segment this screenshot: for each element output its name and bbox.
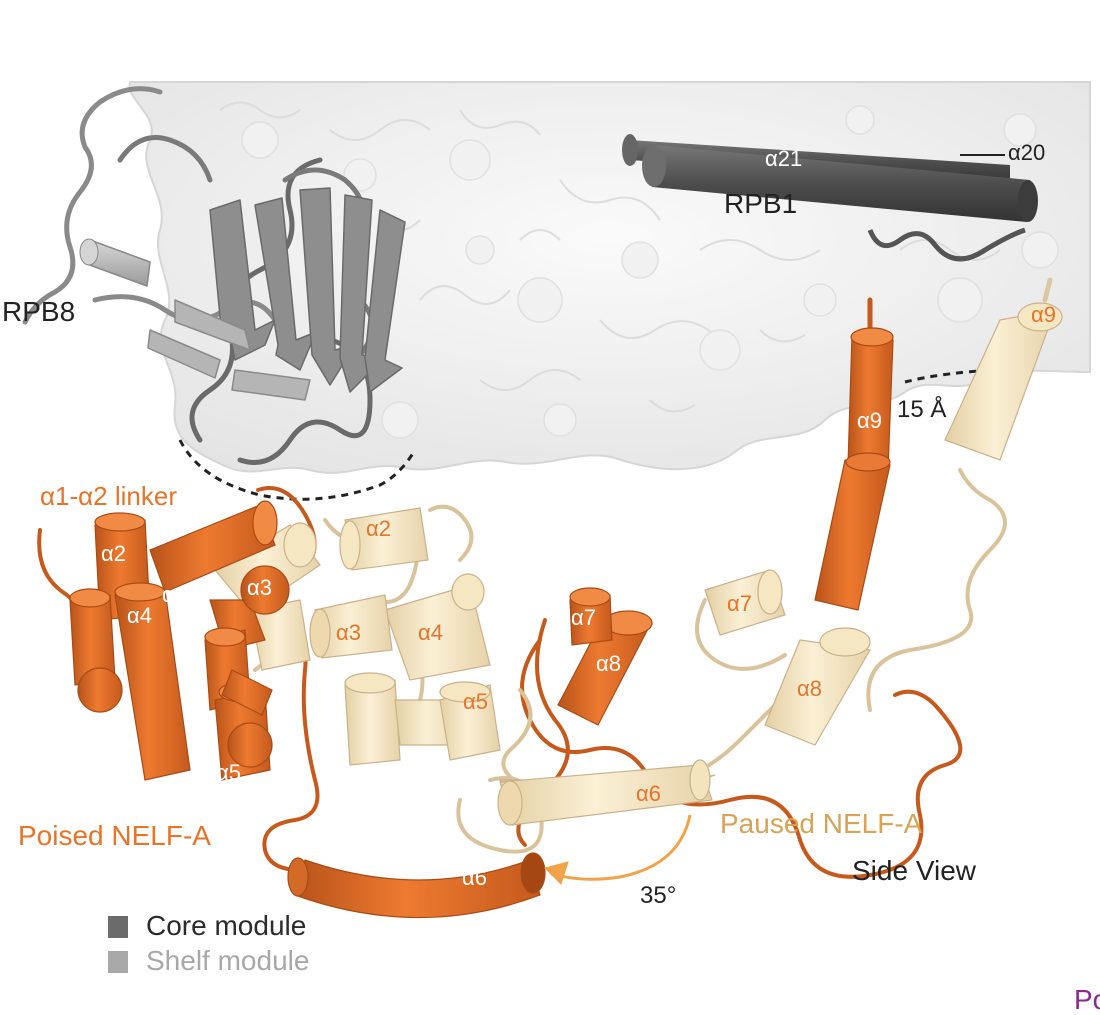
poised-helix-a5-label: α5 (216, 760, 241, 785)
partial-text-label: Po (1074, 984, 1100, 1015)
paused-helix-a8-label: α8 (797, 676, 822, 701)
paused-helix-a9-label: α9 (1031, 302, 1056, 327)
shelf-module-swatch (108, 951, 128, 973)
poised-helix-a6-label: α6 (462, 865, 487, 890)
poised-helix-a3-label: α3 (247, 575, 272, 600)
paused-helix-a5-label: α5 (463, 689, 488, 714)
paused-helix-a3-label: α3 (336, 620, 361, 645)
alpha21-label: α21 (765, 146, 803, 171)
poised-nelf-a-label: Poised NELF-A (18, 820, 211, 851)
legend-shelf-label: Shelf module (146, 945, 310, 976)
poised-helix-a4-label: α4 (127, 603, 152, 628)
legend-core-label: Core module (146, 910, 307, 941)
rpb8-label: RPB8 (2, 296, 76, 327)
poised-helix-a8-label: α8 (596, 651, 621, 676)
paused-helix-a2-label: α2 (366, 516, 391, 541)
poised-helix-a9-label: α9 (857, 408, 882, 433)
paused-helix-a6-label: α6 (636, 781, 661, 806)
side-view-label: Side View (852, 855, 977, 886)
paused-helix-a4-label: α4 (418, 620, 443, 645)
poised-helix-a2-label: α2 (101, 541, 126, 566)
rpb1-label: RPB1 (724, 188, 798, 219)
poised-nelf-a-helices (69, 327, 894, 919)
dashed-connections (178, 368, 1001, 501)
rpb8-cartoon (22, 86, 406, 465)
core-module-swatch (108, 916, 128, 938)
paused-nelf-a-label: Paused NELF-A (720, 808, 923, 839)
linker-label: α1-α2 linker (40, 481, 177, 511)
alpha20-label: α20 (1008, 140, 1046, 165)
rotation-arrow (544, 814, 692, 885)
paused-helix-a7-label: α7 (727, 591, 752, 616)
poised-helix-a7-label: α7 (571, 605, 596, 630)
angle-label: 35° (640, 882, 677, 909)
distance-label: 15 Å (897, 396, 947, 423)
poised-helix-a1-label: α1 (162, 582, 187, 607)
rpb1-helices (622, 134, 1038, 262)
